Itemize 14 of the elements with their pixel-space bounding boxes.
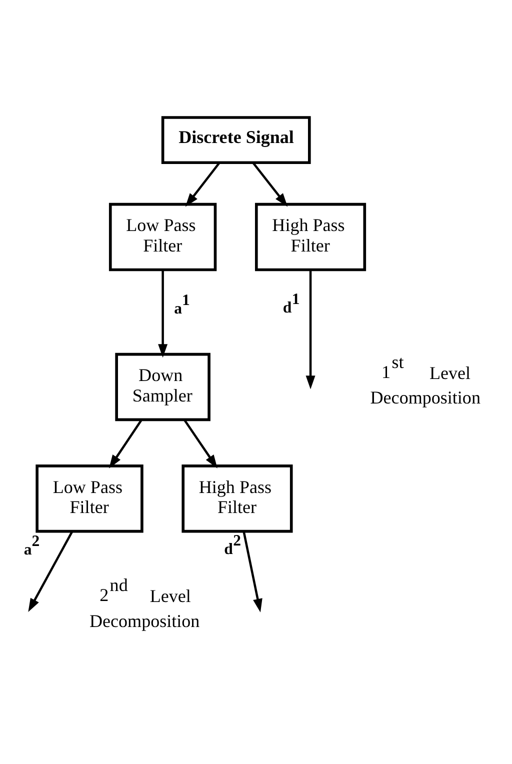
arrow [185, 162, 220, 206]
arrow [109, 418, 143, 468]
arrow [28, 530, 74, 612]
arrow [242, 530, 262, 612]
arrow [252, 161, 288, 206]
node-box: High Pass Filter [254, 202, 366, 271]
node-box: Low Pass Filter [36, 464, 144, 532]
arrow [183, 418, 218, 468]
arrow [158, 269, 168, 358]
node-box: Low Pass Filter [108, 202, 217, 271]
node-box: High Pass Filter [182, 464, 293, 532]
node-box: Down Sampler [115, 352, 210, 421]
node-box: Discrete Signal [161, 116, 311, 164]
arrow [306, 269, 316, 389]
